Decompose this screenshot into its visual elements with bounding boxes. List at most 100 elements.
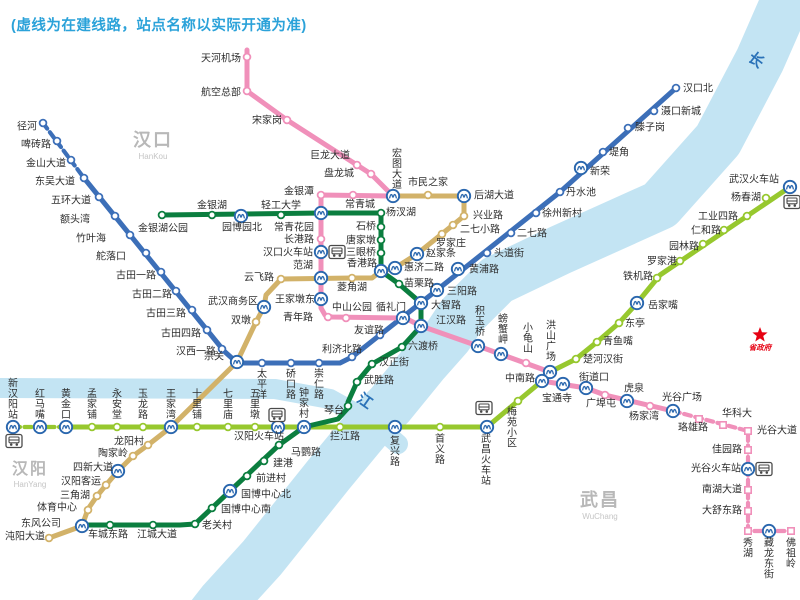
station-label: 马鹦路 bbox=[291, 446, 321, 459]
station-label: 藏龙东街 bbox=[764, 537, 774, 581]
station-interchange-icon bbox=[450, 261, 466, 277]
station-label: 古田四路 bbox=[161, 327, 201, 340]
station-label: 头道街 bbox=[494, 247, 524, 260]
station-interchange-icon bbox=[740, 461, 756, 477]
station-label: 东风公司 bbox=[21, 517, 61, 530]
station-label: 拦江路 bbox=[330, 430, 360, 443]
station-interchange-icon bbox=[163, 419, 179, 435]
station-label: 利济北路 bbox=[322, 343, 362, 356]
station-label: 岳家嘴 bbox=[648, 299, 678, 312]
station-label: 孟家铺 bbox=[87, 388, 97, 421]
station-label: 二七路 bbox=[517, 227, 547, 240]
station-dot bbox=[148, 520, 158, 530]
station-dot bbox=[83, 505, 93, 515]
station-dot bbox=[437, 229, 447, 239]
station-label: 友谊路 bbox=[354, 324, 384, 337]
station-label: 太平洋 bbox=[257, 367, 267, 401]
labels-layer: 沌阳大道东风公司体育中心三角湖汉阳客运四新大道陶家岭龙阳村双墩武汉商务区云飞路菱… bbox=[5, 52, 797, 581]
station-dot bbox=[600, 390, 610, 400]
station-dot bbox=[202, 325, 212, 335]
station-dot bbox=[352, 160, 362, 170]
station-dot bbox=[251, 317, 261, 327]
station-dot bbox=[38, 118, 48, 128]
station-label: 巨龙大道 bbox=[310, 149, 350, 162]
station-dot bbox=[376, 208, 386, 218]
station-label: 南湖大道 bbox=[702, 483, 742, 496]
station-dot bbox=[614, 318, 624, 328]
station-interchange-icon bbox=[493, 346, 509, 362]
station-label: 古田三路 bbox=[146, 307, 186, 320]
station-dot bbox=[347, 273, 357, 283]
station-dot bbox=[276, 210, 286, 220]
station-dot bbox=[394, 279, 404, 289]
station-label: 前进村 bbox=[256, 472, 286, 485]
station-label: 金银湖公园 bbox=[138, 222, 188, 235]
station-interchange-icon bbox=[385, 188, 401, 204]
station-label: 徐州新村 bbox=[542, 207, 582, 220]
station-label: 华科大 bbox=[722, 407, 752, 420]
station-dot bbox=[257, 358, 267, 368]
station-dot bbox=[435, 422, 445, 432]
station-dot bbox=[242, 471, 252, 481]
station-dot bbox=[761, 193, 771, 203]
station-interchange-icon bbox=[387, 260, 403, 276]
station-interchange-icon bbox=[413, 318, 429, 334]
railway-station-icon bbox=[5, 433, 23, 449]
station-dot bbox=[242, 52, 252, 62]
station-dot bbox=[459, 211, 469, 221]
station-interchange-icon bbox=[395, 310, 411, 326]
station-label: 王家墩东 bbox=[275, 293, 315, 306]
station-dot bbox=[282, 115, 292, 125]
line-1-track bbox=[81, 85, 679, 366]
region-label: 武昌 bbox=[580, 490, 620, 510]
station-dot bbox=[649, 106, 659, 116]
station-label: 佛祖岭 bbox=[786, 536, 796, 570]
station-interchange-icon bbox=[665, 403, 681, 419]
station-label: 汉正街 bbox=[379, 356, 409, 369]
station-label: 啤砖路 bbox=[21, 138, 51, 151]
station-dot bbox=[187, 305, 197, 315]
station-label: 中南路 bbox=[505, 372, 535, 385]
map-caption: (虚线为在建线路，站点名称以实际开通为准) bbox=[11, 18, 307, 34]
station-label: 陶家岭 bbox=[98, 447, 128, 460]
station-interchange-icon bbox=[256, 299, 272, 315]
station-dot bbox=[112, 422, 122, 432]
station-label: 硚口路 bbox=[286, 368, 296, 401]
station-under-construction bbox=[743, 526, 752, 535]
station-label: 东吴大道 bbox=[35, 175, 75, 188]
station-dot bbox=[110, 211, 120, 221]
station-label: 园博园北 bbox=[222, 221, 262, 234]
station-dot bbox=[598, 147, 608, 157]
station-dot bbox=[207, 503, 217, 513]
station-label: 宗关 bbox=[204, 350, 224, 363]
station-interchange-icon bbox=[534, 373, 550, 389]
station-label: 园林路 bbox=[669, 240, 699, 253]
region-label-latin: WuChang bbox=[582, 512, 617, 521]
station-dot bbox=[698, 239, 708, 249]
station-label: 老关村 bbox=[202, 519, 232, 532]
station-interchange-icon bbox=[761, 523, 777, 539]
station-dot bbox=[44, 533, 54, 543]
station-label: 金山大道 bbox=[26, 157, 66, 170]
station-label: 罗家庄 bbox=[436, 237, 466, 250]
station-under-construction bbox=[743, 485, 752, 494]
station-dot bbox=[592, 337, 602, 347]
station-dot bbox=[105, 520, 115, 530]
station-dot bbox=[623, 123, 633, 133]
station-label: 三阳路 bbox=[447, 285, 477, 298]
station-dot bbox=[513, 396, 523, 406]
station-interchange-icon bbox=[470, 338, 486, 354]
station-interchange-icon bbox=[629, 295, 645, 311]
station-label: 菱角湖 bbox=[337, 282, 367, 294]
station-label: 云飞路 bbox=[244, 271, 274, 284]
station-under-construction bbox=[743, 506, 752, 515]
station-dot bbox=[316, 234, 326, 244]
station-label: 大智路 bbox=[431, 299, 461, 312]
station-dot bbox=[259, 456, 269, 466]
station-dot bbox=[343, 401, 353, 411]
station-dot bbox=[128, 451, 138, 461]
station-label: 范湖 bbox=[293, 259, 313, 272]
station-label: 青鱼嘴 bbox=[603, 335, 633, 348]
metro-lines-layer bbox=[10, 47, 794, 541]
